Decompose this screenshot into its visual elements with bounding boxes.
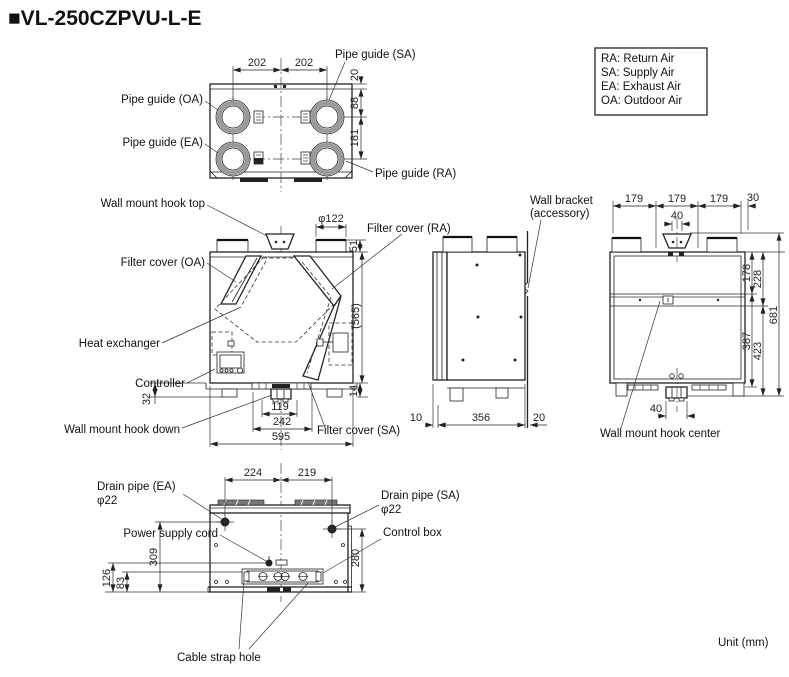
hook-top — [265, 233, 295, 250]
label-pipe-guide-ra: Pipe guide (RA) — [375, 168, 456, 180]
dim-83: 83 — [115, 577, 127, 589]
top-view: 202 202 20 88 181 Pipe guide (SA) Pipe g… — [121, 49, 456, 192]
filter-cover-sa — [301, 261, 342, 381]
dim-178: 178 — [741, 264, 753, 282]
label-cable-strap: Cable strap hole — [177, 652, 261, 664]
legend-box: RA: Return Air SA: Supply Air EA: Exhaus… — [594, 47, 708, 116]
legend-ra: RA: Return Air — [601, 53, 675, 65]
dim-30: 30 — [747, 192, 759, 204]
label-pipe-guide-sa: Pipe guide (SA) — [335, 49, 416, 61]
legend-ea: EA: Exhaust Air — [601, 81, 681, 93]
dim-309: 309 — [148, 548, 160, 566]
controller-box — [211, 331, 245, 374]
power-cord-dot — [265, 556, 288, 567]
label-filter-oa: Filter cover (OA) — [121, 257, 206, 269]
label-drain-ea: Drain pipe (EA) — [97, 481, 176, 493]
label-control-box: Control box — [383, 527, 442, 539]
dim-242: 242 — [273, 416, 291, 428]
label-drain-ea-dia: φ22 — [97, 495, 117, 507]
dim-179-a: 179 — [625, 193, 643, 205]
cable-strap-bracket — [241, 568, 324, 585]
unit-note: Unit (mm) — [718, 637, 769, 649]
dim-40-bottom: 40 — [650, 403, 662, 415]
dim-40-top: 40 — [671, 210, 683, 222]
label-pipe-guide-ea: Pipe guide (EA) — [122, 137, 203, 149]
label-wall-bracket-2: (accessory) — [530, 208, 590, 220]
right-hidden-box — [316, 322, 353, 366]
dim-88: 88 — [349, 97, 361, 109]
legend-sa: SA: Supply Air — [601, 67, 675, 79]
label-power-cord: Power supply cord — [123, 528, 218, 540]
label-pipe-guide-oa: Pipe guide (OA) — [121, 94, 203, 106]
dim-423: 423 — [752, 342, 764, 360]
label-hook-center: Wall mount hook center — [600, 428, 721, 440]
dim-387: 387 — [741, 332, 753, 350]
dim-202-right: 202 — [295, 57, 313, 69]
label-heat-exchanger: Heat exchanger — [79, 338, 160, 350]
dim-179-c: 179 — [710, 193, 728, 205]
legend-oa: OA: Outdoor Air — [601, 95, 682, 107]
dim-681: 681 — [768, 306, 780, 324]
dim-126: 126 — [101, 569, 113, 587]
dim-219: 219 — [298, 467, 316, 479]
top-stamps — [253, 110, 311, 165]
pipe-guide-oa-ring — [215, 99, 251, 135]
label-hook-down: Wall mount hook down — [64, 424, 180, 436]
dim-179-b: 179 — [668, 193, 686, 205]
dim-119: 119 — [271, 401, 289, 413]
label-filter-ra: Filter cover (RA) — [367, 223, 451, 235]
dim-181: 181 — [349, 129, 361, 147]
label-controller: Controller — [135, 378, 185, 390]
dim-10: 10 — [410, 412, 422, 424]
label-drain-sa: Drain pipe (SA) — [381, 490, 460, 502]
label-hook-top: Wall mount hook top — [101, 198, 205, 210]
front-view: φ122 51 (565) 14 32 119 242 595 Wall m — [64, 198, 451, 450]
dim-565: (565) — [350, 303, 362, 329]
pipe-guide-sa-ring — [309, 99, 345, 135]
dim-202-left: 202 — [248, 57, 266, 69]
dim-14: 14 — [348, 385, 360, 397]
front-base — [205, 382, 358, 403]
dim-32: 32 — [141, 393, 153, 405]
dim-20-top: 20 — [349, 69, 361, 81]
rear-view: 179 179 179 30 40 178 387 228 423 681 40 — [600, 192, 785, 440]
hook-down — [270, 388, 292, 403]
dim-51: 51 — [348, 240, 360, 252]
dim-280: 280 — [350, 549, 362, 567]
dim-phi122: φ122 — [318, 213, 344, 225]
dim-595: 595 — [272, 431, 290, 443]
label-wall-bracket-1: Wall bracket — [530, 195, 594, 207]
side-view: 10 356 20 Wall bracket (accessory) — [410, 195, 594, 428]
label-filter-sa: Filter cover (SA) — [317, 425, 400, 437]
page-title: ■VL-250CZPVU-L-E — [8, 7, 202, 30]
bottom-view: 224 219 126 83 309 280 — [97, 463, 460, 664]
rear-bracket-band — [610, 293, 745, 307]
dim-224: 224 — [244, 467, 262, 479]
dim-356: 356 — [472, 412, 490, 424]
dim-20-side: 20 — [533, 412, 545, 424]
pipe-guide-ea-ring — [215, 141, 251, 177]
label-drain-sa-dia: φ22 — [381, 504, 401, 516]
pipe-guide-ra-ring — [309, 141, 345, 177]
dim-228: 228 — [752, 270, 764, 288]
